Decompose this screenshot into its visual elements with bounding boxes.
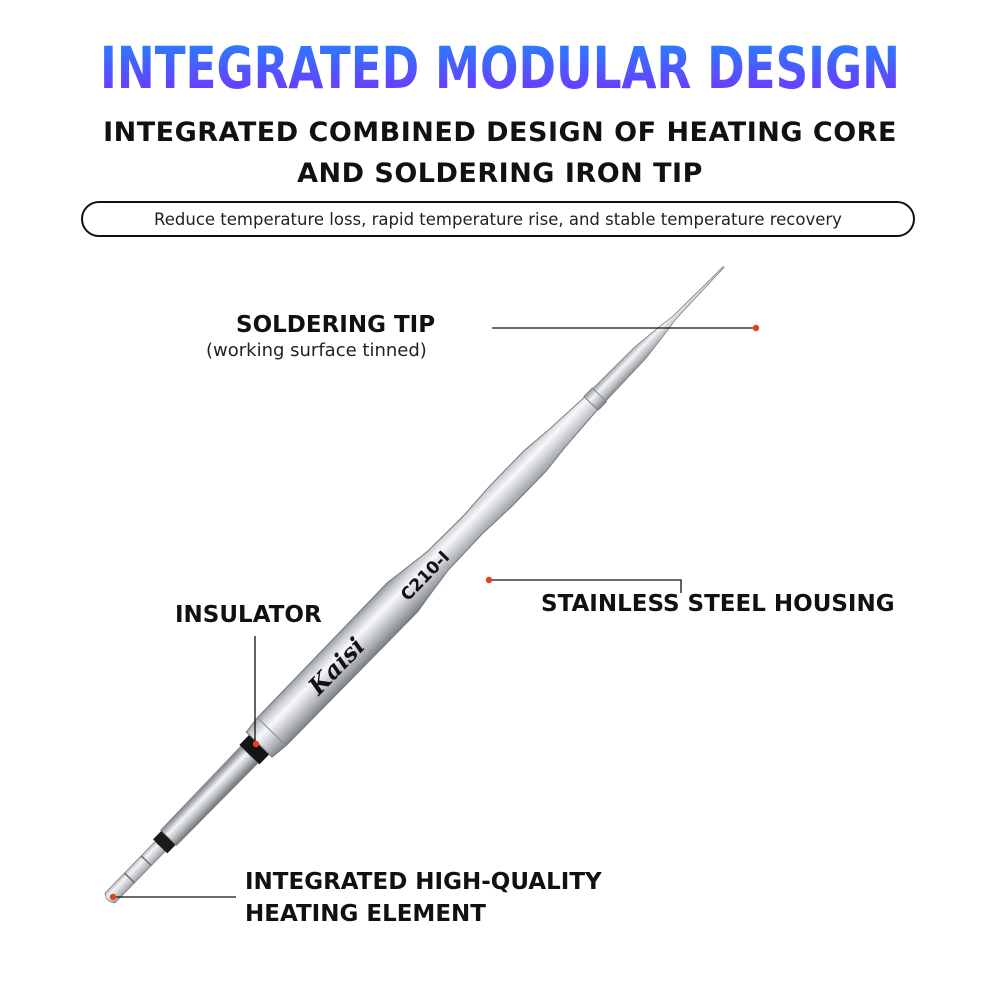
heating-element-label-line-2: HEATING ELEMENT (245, 901, 486, 927)
tip-cartridge: Kaisi C210-I (104, 266, 725, 904)
heating-element-label-line-1: INTEGRATED HIGH-QUALITY (245, 869, 602, 895)
main-title: INTEGRATED MODULAR DESIGN (100, 34, 900, 102)
pin-groove (123, 872, 136, 884)
lower-shaft (160, 745, 259, 847)
tip-marker-dot (752, 324, 760, 332)
soldering-tip-point (592, 266, 725, 402)
insulator-band (239, 734, 270, 765)
subtitle-line-2: AND SOLDERING IRON TIP (297, 158, 703, 189)
soldering-tip-label: SOLDERING TIP (236, 312, 436, 338)
housing-label: STAINLESS STEEL HOUSING (541, 591, 895, 617)
lower-ring (153, 830, 176, 854)
soldering-tip-note: (working surface tinned) (206, 340, 427, 361)
callout-lines (113, 327, 754, 898)
tagline-text: Reduce temperature loss, rapid temperatu… (154, 209, 842, 229)
insulator-marker-dot (252, 740, 260, 748)
pin-groove (140, 855, 152, 867)
subtitle-line-1: INTEGRATED COMBINED DESIGN OF HEATING CO… (103, 117, 897, 148)
connector-pin (104, 840, 166, 904)
tagline-pill: Reduce temperature loss, rapid temperatu… (81, 201, 915, 237)
tip-collar (583, 387, 608, 411)
marker-dots (109, 324, 760, 901)
main-title-text: INTEGRATED MODULAR DESIGN (100, 34, 900, 102)
insulator-label: INSULATOR (175, 602, 322, 628)
heating-marker-dot (109, 893, 117, 901)
housing-leader-line (490, 579, 682, 593)
housing-seam (257, 717, 287, 746)
housing-marker-dot (485, 576, 493, 584)
